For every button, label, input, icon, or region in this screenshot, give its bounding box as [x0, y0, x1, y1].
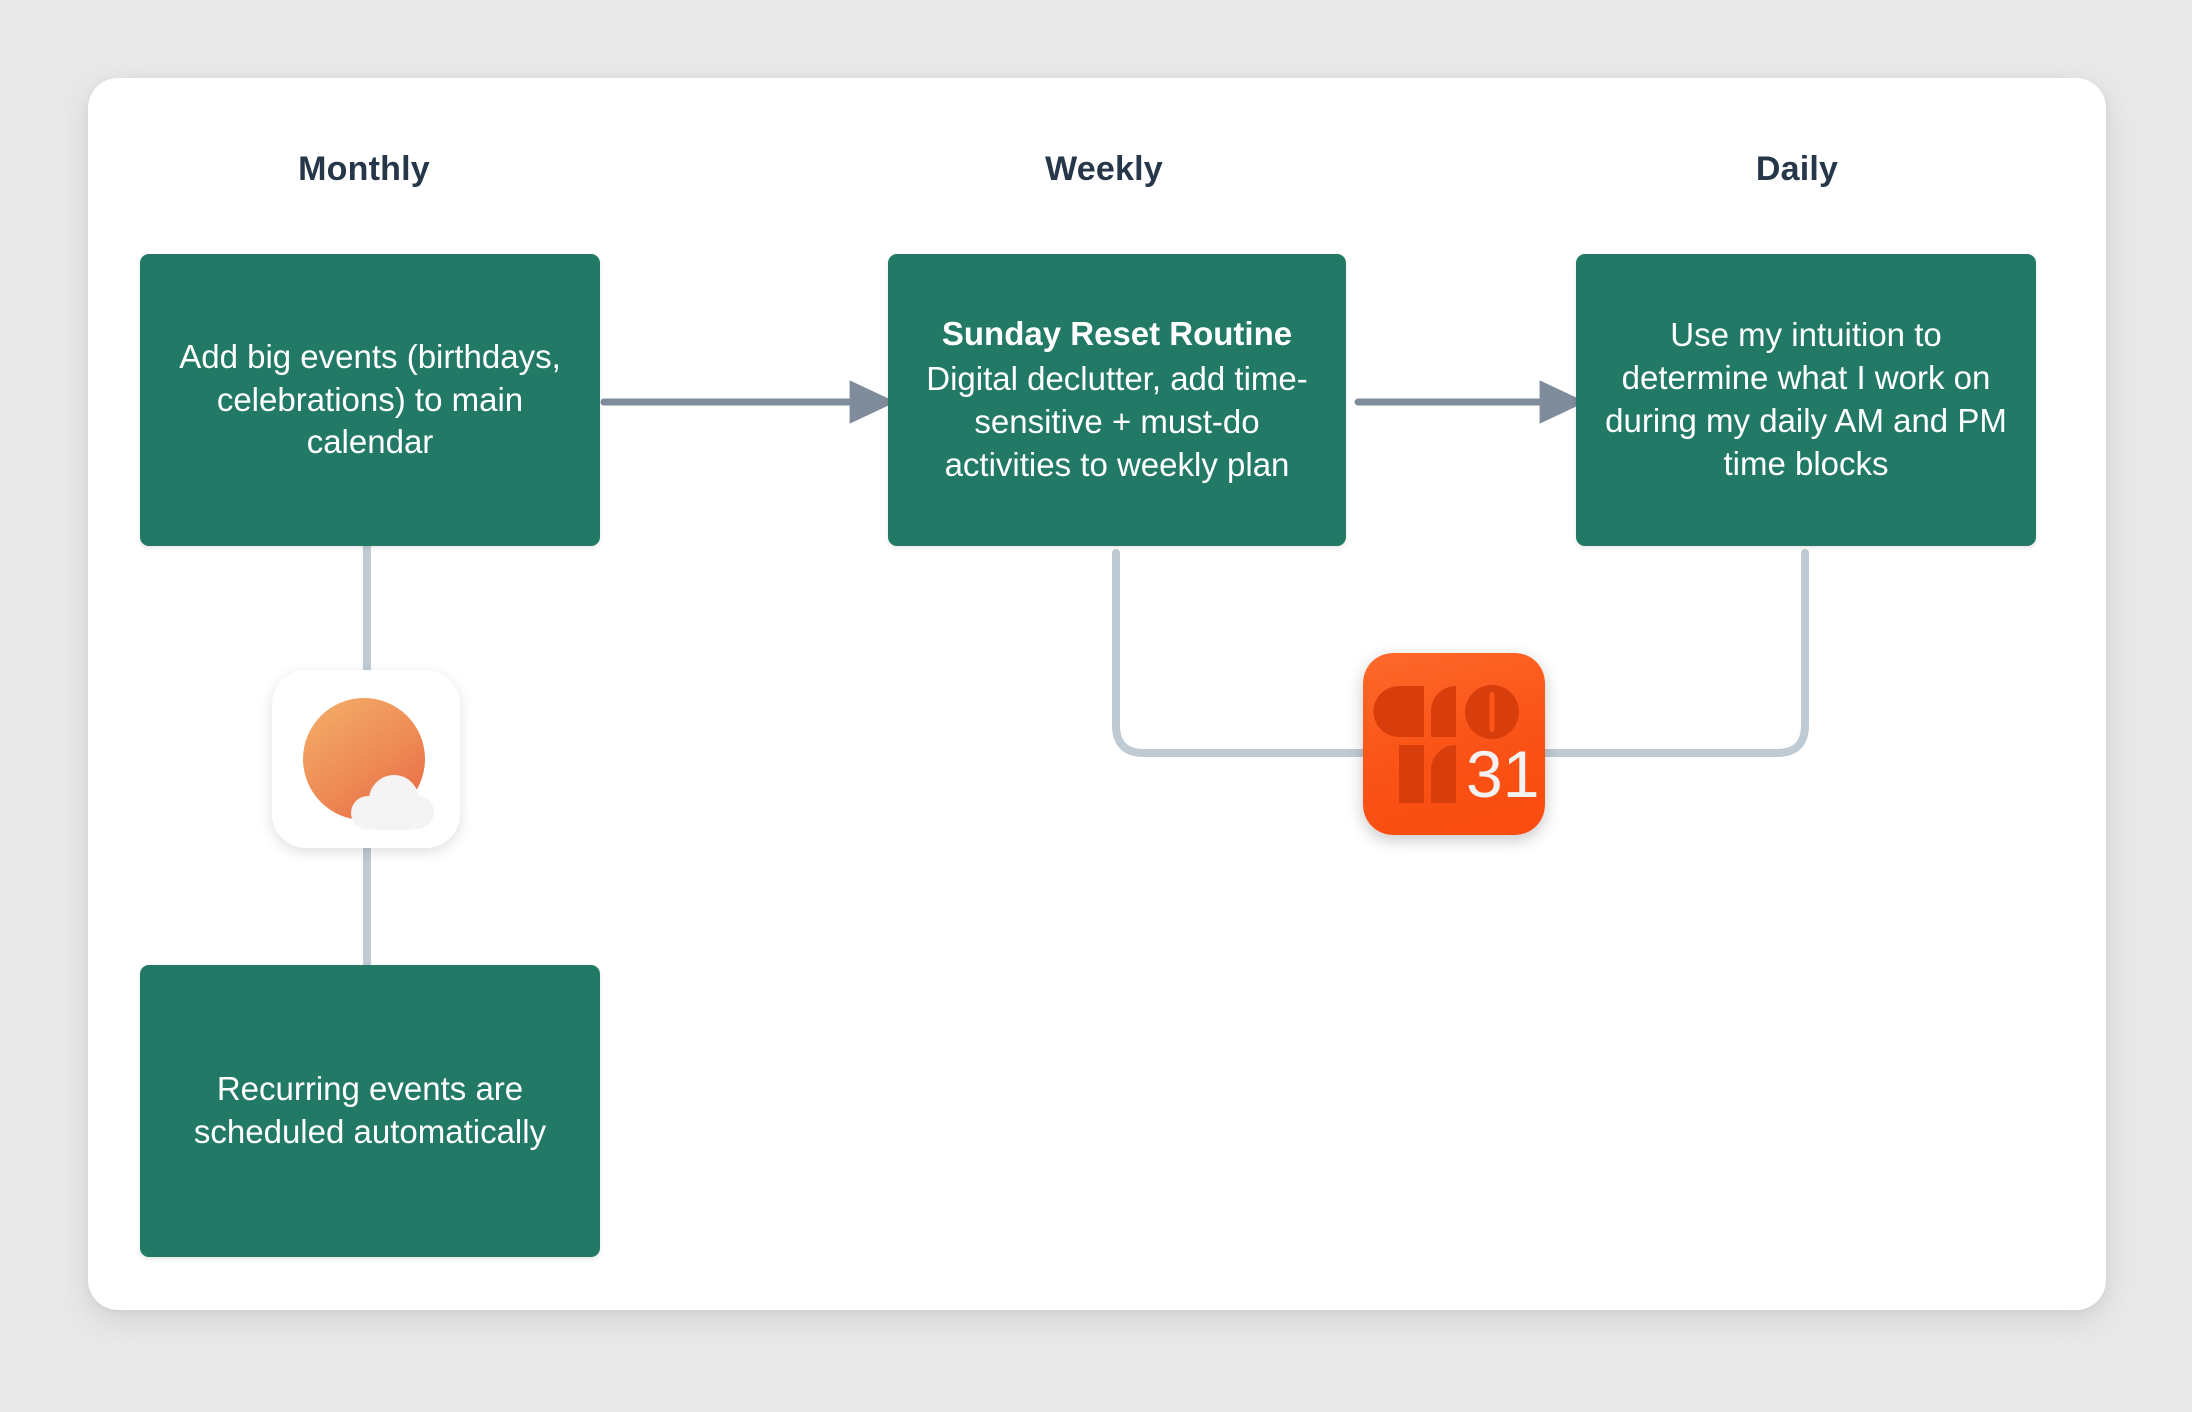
column-header-daily: Daily [1755, 150, 1839, 188]
process-box-weekly-main[interactable]: Sunday Reset Routine Digital declutter, … [888, 254, 1346, 546]
process-box-monthly-main[interactable]: Add big events (birthdays, celebrations)… [140, 254, 600, 546]
calendar-31-icon: 31 [1363, 653, 1545, 835]
sunrise-calendar-app-icon[interactable] [272, 670, 460, 848]
sun-and-cloud-icon [303, 698, 434, 830]
fantastical-day-number: 31 [1466, 737, 1539, 811]
process-box-daily-main[interactable]: Use my intuition to determine what I wor… [1576, 254, 2036, 546]
process-box-title: Sunday Reset Routine [941, 315, 1293, 353]
fantastical-app-icon[interactable]: 31 [1363, 653, 1545, 835]
column-header-weekly: Weekly [1045, 150, 1163, 188]
column-header-monthly: Monthly [298, 150, 430, 188]
process-box-monthly-recurring[interactable]: Recurring events are scheduled automatic… [140, 965, 600, 1257]
process-box-body: Digital declutter, add time-sensitive + … [926, 360, 1308, 483]
process-box-body: Add big events (birthdays, celebrations)… [179, 337, 561, 461]
process-box-body: Recurring events are scheduled automatic… [193, 1070, 547, 1150]
process-box-body: Use my intuition to determine what I wor… [1605, 316, 2007, 482]
